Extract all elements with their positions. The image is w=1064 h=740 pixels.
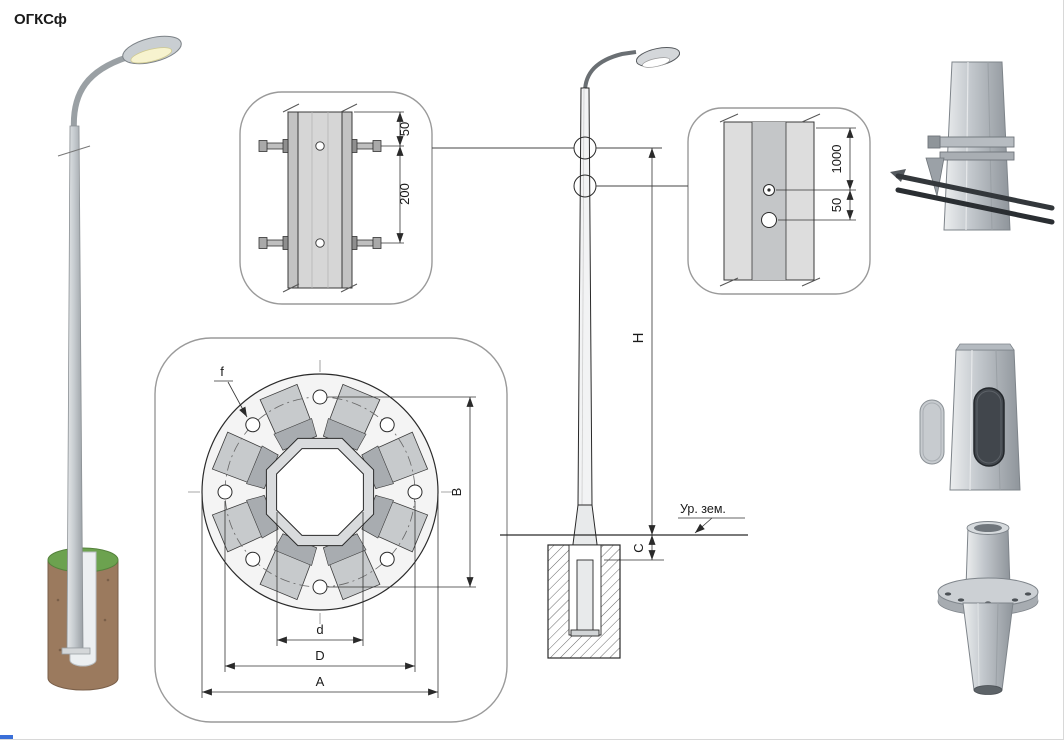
page-title: ОГКСф — [14, 11, 67, 28]
bracket-band-lower — [939, 151, 1015, 161]
hole-detail-view: 1000 50 — [687, 107, 871, 295]
render-access-door — [919, 343, 1021, 491]
pole-3d-render — [47, 35, 182, 691]
cable-rod-upper — [895, 173, 1055, 211]
flange-plan-view: f B d D A — [154, 337, 508, 723]
door-cover — [919, 399, 945, 465]
lamp-head-elevation — [635, 47, 681, 68]
pole-arm-elevation — [583, 50, 637, 93]
dim-label-H: H — [630, 333, 647, 344]
dim-label-A: A — [316, 674, 325, 689]
cable-hole — [761, 212, 777, 228]
dim-label-d: d — [316, 622, 323, 637]
embedded-pole — [576, 559, 594, 633]
pole-shaft-elevation — [577, 87, 593, 506]
dim-label-200: 200 — [397, 183, 412, 205]
render-pole-top-bracket — [890, 61, 1055, 231]
base-skirt — [962, 602, 1014, 691]
pole-shaft-3d — [66, 125, 84, 649]
bracket-bolt-block — [927, 135, 941, 149]
cable-rod-lower — [895, 187, 1055, 225]
flange-side-detail-view: 50 200 — [239, 91, 433, 305]
dim-label-B: B — [449, 488, 464, 497]
dim-label-1000: 1000 — [829, 145, 844, 174]
dim-label-50-offset: 50 — [829, 198, 844, 212]
leader-f — [227, 381, 248, 418]
bracket-band-upper — [939, 136, 1015, 148]
pole-elevation-view: H C Ур. зем. — [500, 47, 748, 659]
dim-label-50-top: 50 — [397, 122, 412, 136]
pole-arm-3d — [70, 54, 129, 131]
artifact-mark — [0, 735, 13, 739]
suspension-wedge — [925, 157, 945, 197]
ground-leader-arrow — [694, 517, 713, 534]
door-opening — [973, 387, 1005, 467]
ground-level-label: Ур. зем. — [680, 502, 726, 516]
dim-label-C: C — [631, 543, 646, 552]
base-plate-3d — [61, 647, 91, 655]
lamp-head-3d — [122, 35, 182, 65]
octagon-tube-inner — [276, 448, 364, 536]
dim-label-f: f — [220, 364, 224, 379]
render-base-flange — [937, 521, 1039, 695]
break-mark — [57, 145, 91, 157]
dim-label-D: D — [315, 648, 324, 663]
embedded-base-plate — [570, 629, 600, 637]
flange-bolt-holes — [217, 389, 423, 595]
